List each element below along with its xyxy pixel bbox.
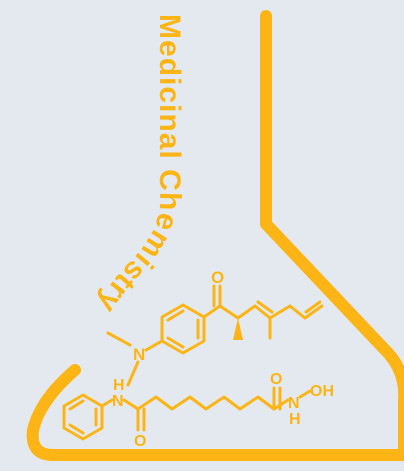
wedge-bond xyxy=(233,318,243,340)
atom-o-hydroxamic: O xyxy=(270,371,282,388)
atom-n-top: N xyxy=(133,345,145,364)
atom-oh-hydroxamic: OH xyxy=(310,383,334,400)
atom-h-hydroxamic: H xyxy=(289,411,301,428)
atom-o-amide: O xyxy=(134,433,146,450)
atom-n-amide: N xyxy=(112,393,124,410)
atom-h-amide: H xyxy=(113,377,125,394)
atom-n-hydroxamic: N xyxy=(288,395,300,412)
logo-text-path: Medicinal Chemistry xyxy=(90,14,185,319)
flask-outline xyxy=(26,10,404,461)
top-molecule xyxy=(106,284,324,387)
atom-o-top: O xyxy=(211,268,224,287)
bottom-molecule xyxy=(62,386,312,441)
logo-text: Medicinal Chemistry xyxy=(90,14,186,319)
